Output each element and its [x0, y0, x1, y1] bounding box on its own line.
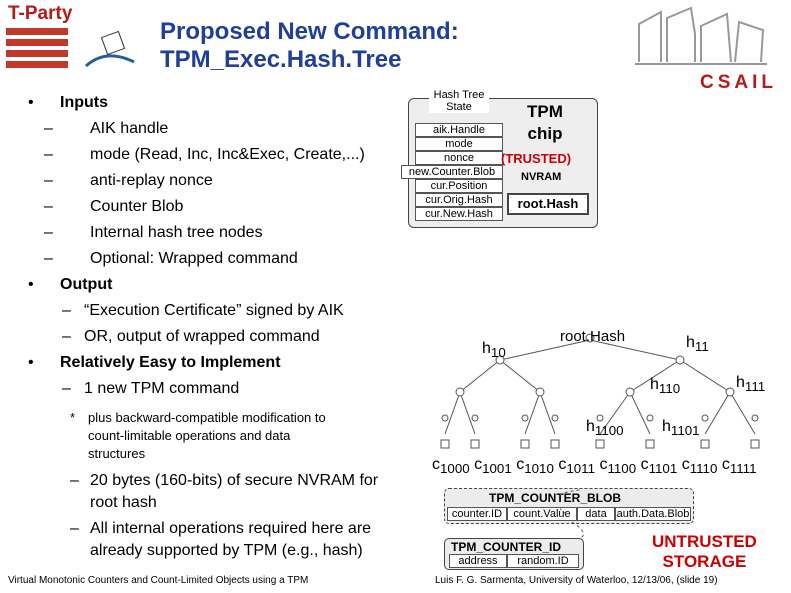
t-party-logo: T-Party	[0, 0, 145, 72]
tpm-chip-label: TPM chip	[527, 102, 563, 143]
field-nonce: nonce	[415, 151, 503, 165]
footer-author: Luis F. G. Sarmenta, University of Water…	[435, 575, 718, 586]
field-count-value: count.Value	[507, 507, 577, 521]
node-h10	[495, 355, 505, 365]
untrusted-storage-label: UNTRUSTED STORAGE	[652, 532, 757, 571]
node-h110	[625, 387, 635, 397]
title-line-1: Proposed New Command:	[160, 18, 459, 45]
counter-id-box: TPM_COUNTER_ID address random.ID	[444, 538, 584, 570]
hash-tree-state-label: Hash Tree State	[429, 89, 489, 113]
trusted-label: (TRUSTED)	[501, 151, 572, 166]
label-c1101: c1101	[640, 456, 678, 477]
nvram-label: NVRAM	[521, 171, 562, 183]
label-h110: h110	[650, 376, 681, 397]
field-new-counter-blob: new.Counter.Blob	[401, 165, 503, 179]
t-party-emblem-icon	[6, 28, 135, 68]
connector-dashes-icon	[560, 489, 585, 539]
counter-id-title: TPM_COUNTER_ID	[451, 540, 562, 554]
hash-tree-diagram	[440, 333, 760, 449]
field-random-id: random.ID	[507, 554, 579, 568]
node-h1100	[596, 414, 604, 422]
field-cur-new-hash: cur.New.Hash	[415, 207, 503, 221]
counter-labels: c1000 c1001 c1010 c1011 c1100 c1101 c111…	[432, 456, 757, 476]
edge-root-h11	[589, 339, 681, 361]
edge-root-h10	[499, 339, 591, 361]
label-c1000: c1000	[432, 456, 470, 477]
label-c1011: c1011	[558, 456, 595, 477]
field-cur-position: cur.Position	[415, 179, 503, 193]
label-c1001: c1001	[474, 456, 512, 477]
t-party-wordmark: T-Party	[8, 3, 73, 24]
tpm-chip-panel: Hash Tree State aik.Handle mode nonce ne…	[401, 89, 598, 228]
node-h11	[675, 355, 685, 365]
csail-wordmark: CSAIL	[700, 72, 777, 93]
field-counter-id: counter.ID	[447, 507, 507, 521]
node-root	[585, 333, 595, 343]
label-h10: h10	[482, 340, 506, 361]
label-h111: h111	[736, 374, 766, 395]
label-c1010: c1010	[516, 456, 554, 477]
node-h111	[725, 387, 735, 397]
nvram-root-hash: root.Hash	[507, 193, 589, 215]
node-h1101	[646, 414, 654, 422]
footer-talk-title: Virtual Monotonic Counters and Count-Lim…	[8, 575, 309, 586]
tree-root-label: root.Hash	[560, 328, 626, 345]
slide-title: Proposed New Command: TPM_Exec.Hash.Tree	[160, 18, 459, 74]
label-c1100: c1100	[599, 456, 637, 477]
title-line-2: TPM_Exec.Hash.Tree	[160, 46, 402, 73]
label-c1110: c1110	[681, 456, 718, 477]
label-h1100: h1100	[586, 418, 624, 439]
field-cur-orig-hash: cur.Orig.Hash	[415, 193, 503, 207]
counter-blob-box: TPM_COUNTER_BLOB counter.ID count.Value …	[444, 488, 694, 524]
field-auth-data-blob: auth.Data.Blob	[615, 507, 691, 521]
field-mode: mode	[415, 137, 503, 151]
label-h1101: h1101	[662, 418, 700, 439]
csail-logo: CSAIL	[621, 0, 791, 98]
label-c1111: c1111	[721, 456, 757, 477]
stata-building-icon	[635, 6, 767, 65]
field-data: data	[577, 507, 615, 521]
counter-blob-title: TPM_COUNTER_BLOB	[489, 491, 622, 505]
field-aik-handle: aik.Handle	[415, 123, 503, 137]
label-h11: h11	[686, 334, 709, 355]
field-address: address	[449, 554, 507, 568]
